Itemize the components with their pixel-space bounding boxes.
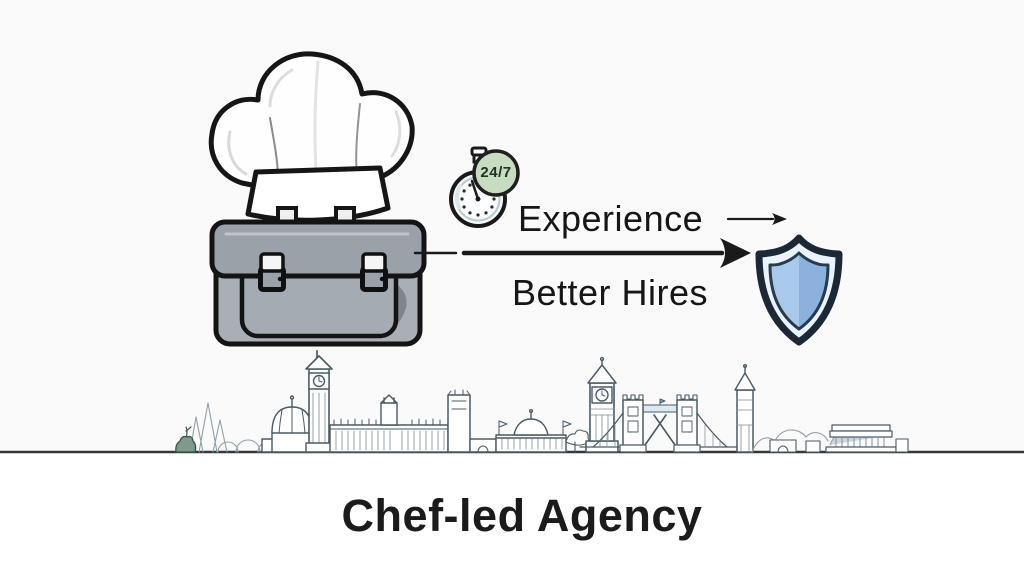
page-title: Chef-led Agency xyxy=(341,490,703,541)
london-skyline-illustration xyxy=(0,355,1024,454)
availability-badge: 24/7 xyxy=(480,164,512,181)
briefcase-icon xyxy=(209,219,427,361)
experience-label: Experience xyxy=(518,198,704,239)
flow-arrows xyxy=(413,213,787,268)
better-hires-label: Better Hires xyxy=(512,272,709,313)
shield-icon xyxy=(755,234,843,346)
chef-hat-icon xyxy=(208,51,415,234)
chef-hat-briefcase-illustration xyxy=(208,51,427,361)
sky-background xyxy=(0,0,1024,452)
stopwatch-icon xyxy=(449,146,520,228)
badge-24-7-circle xyxy=(472,149,520,197)
green-bush xyxy=(175,435,197,453)
